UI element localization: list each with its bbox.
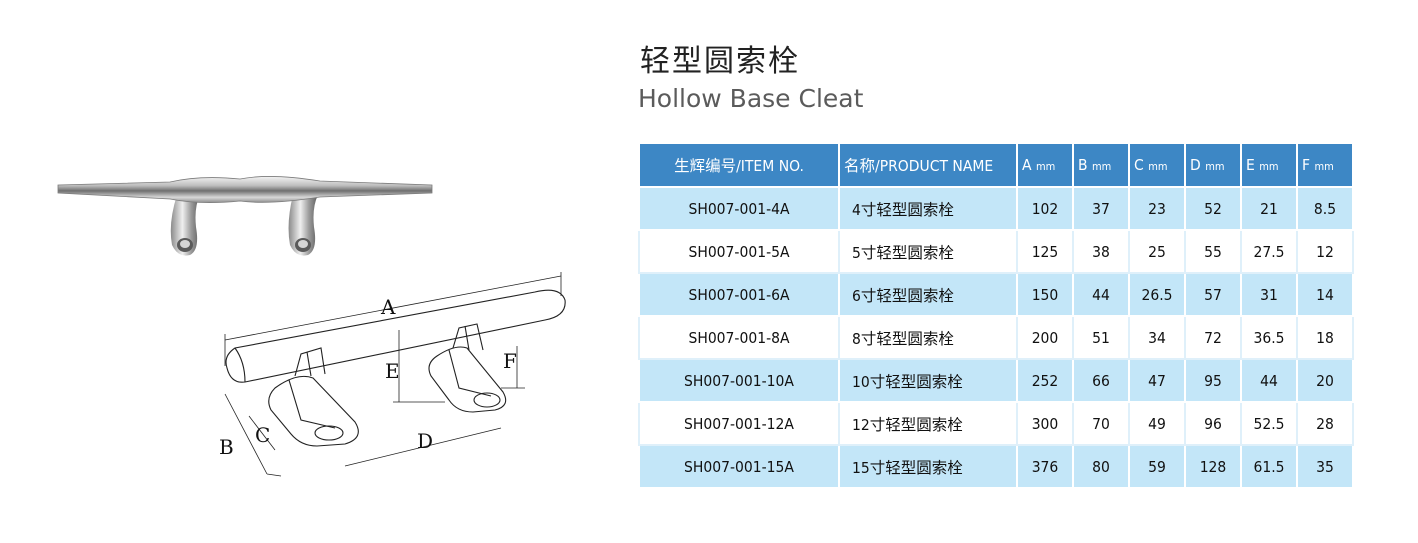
cell-item-no: SH007-001-12A [638,401,840,446]
cell-b-mm: 44 [1072,272,1130,317]
header-item-no: 生辉编号/ITEM NO. [638,142,840,188]
title-chinese: 轻型圆索栓 [640,44,800,79]
dim-label-c: C [255,423,270,447]
cell-f-mm: 35 [1296,444,1354,489]
header-product-name: 名称/PRODUCT NAME [838,142,1018,188]
cell-b-mm: 80 [1072,444,1130,489]
cell-b-mm: 66 [1072,358,1130,403]
cell-d-mm: 72 [1184,315,1242,360]
cell-item-no: SH007-001-10A [638,358,840,403]
cell-e-mm: 21 [1240,186,1298,231]
header-f: F mm [1296,142,1354,188]
cell-c-mm: 47 [1128,358,1186,403]
cell-a-mm: 125 [1016,229,1074,274]
dim-label-b: B [219,435,234,459]
cell-c-mm: 23 [1128,186,1186,231]
cell-b-mm: 51 [1072,315,1130,360]
cleat-photo [57,176,433,256]
cell-product-name: 5寸轻型圆索栓 [838,229,1018,274]
spec-table: 生辉编号/ITEM NO. 名称/PRODUCT NAME A mm B mm … [638,142,1354,489]
cell-f-mm: 8.5 [1296,186,1354,231]
cell-product-name: 4寸轻型圆索栓 [838,186,1018,231]
cell-d-mm: 57 [1184,272,1242,317]
cell-f-mm: 12 [1296,229,1354,274]
cell-a-mm: 300 [1016,401,1074,446]
cleat-leg-right [288,195,318,256]
cell-b-mm: 37 [1072,186,1130,231]
cell-f-mm: 14 [1296,272,1354,317]
cell-f-mm: 20 [1296,358,1354,403]
cell-a-mm: 252 [1016,358,1074,403]
cell-item-no: SH007-001-4A [638,186,840,231]
header-a: A mm [1016,142,1074,188]
cell-c-mm: 49 [1128,401,1186,446]
cleat-horn [57,176,433,203]
cell-item-no: SH007-001-15A [638,444,840,489]
cell-product-name: 6寸轻型圆索栓 [838,272,1018,317]
header-c: C mm [1128,142,1186,188]
cell-e-mm: 52.5 [1240,401,1298,446]
cell-c-mm: 25 [1128,229,1186,274]
cell-e-mm: 31 [1240,272,1298,317]
cell-item-no: SH007-001-5A [638,229,840,274]
cell-c-mm: 26.5 [1128,272,1186,317]
table-header-row: 生辉编号/ITEM NO. 名称/PRODUCT NAME A mm B mm … [638,142,1354,188]
dim-label-d: D [417,429,433,453]
title-english: Hollow Base Cleat [638,84,864,113]
cell-d-mm: 55 [1184,229,1242,274]
dim-label-f: F [503,349,517,373]
cell-a-mm: 150 [1016,272,1074,317]
cell-d-mm: 95 [1184,358,1242,403]
cell-e-mm: 61.5 [1240,444,1298,489]
cell-b-mm: 70 [1072,401,1130,446]
cell-f-mm: 28 [1296,401,1354,446]
cell-product-name: 10寸轻型圆索栓 [838,358,1018,403]
cell-e-mm: 36.5 [1240,315,1298,360]
header-b: B mm [1072,142,1130,188]
cell-product-name: 8寸轻型圆索栓 [838,315,1018,360]
cleat-leg-left [170,195,200,256]
header-e: E mm [1240,142,1298,188]
cell-f-mm: 18 [1296,315,1354,360]
cell-d-mm: 52 [1184,186,1242,231]
cell-e-mm: 27.5 [1240,229,1298,274]
cell-c-mm: 34 [1128,315,1186,360]
cell-c-mm: 59 [1128,444,1186,489]
cell-a-mm: 376 [1016,444,1074,489]
dim-label-a: A [380,295,396,319]
cleat-dimension-drawing: A E F B C D [219,272,566,477]
header-d: D mm [1184,142,1242,188]
cell-product-name: 15寸轻型圆索栓 [838,444,1018,489]
cell-d-mm: 96 [1184,401,1242,446]
cell-e-mm: 44 [1240,358,1298,403]
cell-a-mm: 102 [1016,186,1074,231]
cell-d-mm: 128 [1184,444,1242,489]
cell-item-no: SH007-001-6A [638,272,840,317]
cell-item-no: SH007-001-8A [638,315,840,360]
cell-product-name: 12寸轻型圆索栓 [838,401,1018,446]
dim-label-e: E [385,359,400,383]
cell-b-mm: 38 [1072,229,1130,274]
cell-a-mm: 200 [1016,315,1074,360]
